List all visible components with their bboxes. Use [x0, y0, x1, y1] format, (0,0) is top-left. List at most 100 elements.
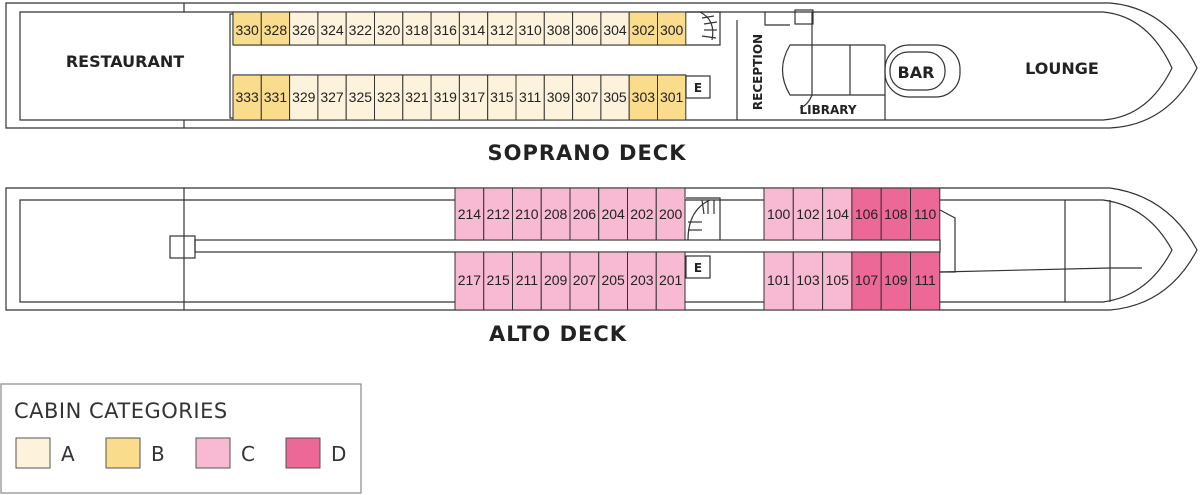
cabin-319 [430, 74, 460, 121]
soprano-deck-title: SOPRANO DECK [488, 141, 687, 165]
cabin-label-325: 325 [349, 89, 373, 105]
cabin-label-315: 315 [490, 89, 514, 105]
cabin-label-310: 310 [518, 22, 542, 38]
cabin-label-330: 330 [235, 22, 259, 38]
legend-swatch-a [15, 437, 51, 469]
cabin-212 [483, 187, 513, 241]
cabin-label-323: 323 [377, 89, 401, 105]
library-label: LIBRARY [799, 103, 856, 117]
alto-elevator [685, 255, 711, 279]
cabin-label-307: 307 [575, 89, 599, 105]
cabin-321 [402, 74, 432, 121]
alto-stairs [686, 197, 721, 241]
cabin-315 [487, 74, 517, 121]
cabin-label-102: 102 [796, 206, 820, 222]
cabin-102 [792, 187, 824, 241]
cabin-label-206: 206 [573, 206, 597, 222]
cabin-label-322: 322 [349, 22, 373, 38]
cabin-327 [317, 74, 347, 121]
cabin-215 [483, 251, 513, 311]
cabin-label-312: 312 [490, 22, 514, 38]
cabin-label-105: 105 [826, 272, 850, 288]
cabin-label-320: 320 [377, 22, 401, 38]
cabin-210 [512, 187, 542, 241]
cabin-label-107: 107 [855, 272, 879, 288]
cabin-310 [515, 11, 545, 46]
cabin-label-212: 212 [486, 206, 510, 222]
cabin-101 [763, 251, 794, 311]
cabin-label-328: 328 [264, 22, 288, 38]
restaurant-label: RESTAURANT [66, 52, 184, 71]
legend-label-d: D [331, 442, 346, 466]
cabin-label-200: 200 [659, 206, 683, 222]
cabin-label-316: 316 [434, 22, 458, 38]
cabin-204 [598, 187, 628, 241]
cabin-label-201: 201 [659, 272, 683, 288]
cabin-label-101: 101 [767, 272, 791, 288]
cabin-label-327: 327 [320, 89, 344, 105]
cabin-label-309: 309 [547, 89, 571, 105]
legend-swatch-c [195, 437, 231, 469]
cabin-label-306: 306 [575, 22, 599, 38]
cabin-label-104: 104 [826, 206, 850, 222]
cabin-329 [289, 74, 319, 121]
cabin-label-317: 317 [462, 89, 486, 105]
cabin-label-303: 303 [632, 89, 656, 105]
cabin-label-215: 215 [486, 272, 510, 288]
cabin-label-311: 311 [519, 89, 542, 105]
reception-label: RECEPTION [751, 34, 765, 110]
alto-hull-inner [19, 199, 1173, 303]
cabin-label-100: 100 [767, 206, 791, 222]
soprano-hull [5, 2, 1198, 129]
soprano-elevator-label: E [694, 81, 702, 95]
cabin-label-331: 331 [264, 89, 288, 105]
cabin-318 [402, 11, 432, 46]
cabin-100 [763, 187, 794, 241]
cabin-330 [232, 11, 262, 46]
alto-corridor [194, 239, 941, 253]
cabin-202 [627, 187, 657, 241]
cabin-label-211: 211 [516, 272, 539, 288]
cabin-label-302: 302 [632, 22, 656, 38]
cabin-311 [515, 74, 545, 121]
cabin-label-207: 207 [573, 272, 597, 288]
bar-label: BAR [898, 63, 935, 82]
cabin-label-202: 202 [630, 206, 654, 222]
restaurant-wall [229, 13, 233, 119]
bar-counter [884, 44, 961, 98]
cabin-203 [627, 251, 657, 311]
legend-label-c: C [241, 442, 255, 466]
cabin-label-304: 304 [603, 22, 627, 38]
cabin-205 [598, 251, 628, 311]
cabin-label-210: 210 [515, 206, 539, 222]
cabin-label-110: 110 [914, 206, 937, 222]
cabin-label-103: 103 [796, 272, 820, 288]
legend-title: CABIN CATEGORIES [14, 399, 228, 423]
lounge-label: LOUNGE [1025, 59, 1099, 78]
cabin-label-301: 301 [660, 89, 684, 105]
cabin-109 [880, 251, 912, 311]
cabin-label-321: 321 [405, 89, 429, 105]
cabin-105 [822, 251, 853, 311]
cabin-301 [657, 74, 687, 121]
cabin-label-308: 308 [547, 22, 571, 38]
cabin-217 [454, 251, 485, 311]
cabin-214 [454, 187, 485, 241]
cabin-107 [851, 251, 882, 311]
cabin-label-326: 326 [292, 22, 316, 38]
soprano-hull-inner [19, 11, 1173, 121]
soprano-elevator [685, 75, 711, 99]
cabin-label-319: 319 [434, 89, 458, 105]
cabin-label-108: 108 [884, 206, 908, 222]
cabin-label-314: 314 [462, 22, 486, 38]
cabin-320 [374, 11, 404, 46]
cabin-label-305: 305 [603, 89, 627, 105]
cabin-110 [910, 187, 941, 241]
cabin-309 [543, 74, 574, 121]
